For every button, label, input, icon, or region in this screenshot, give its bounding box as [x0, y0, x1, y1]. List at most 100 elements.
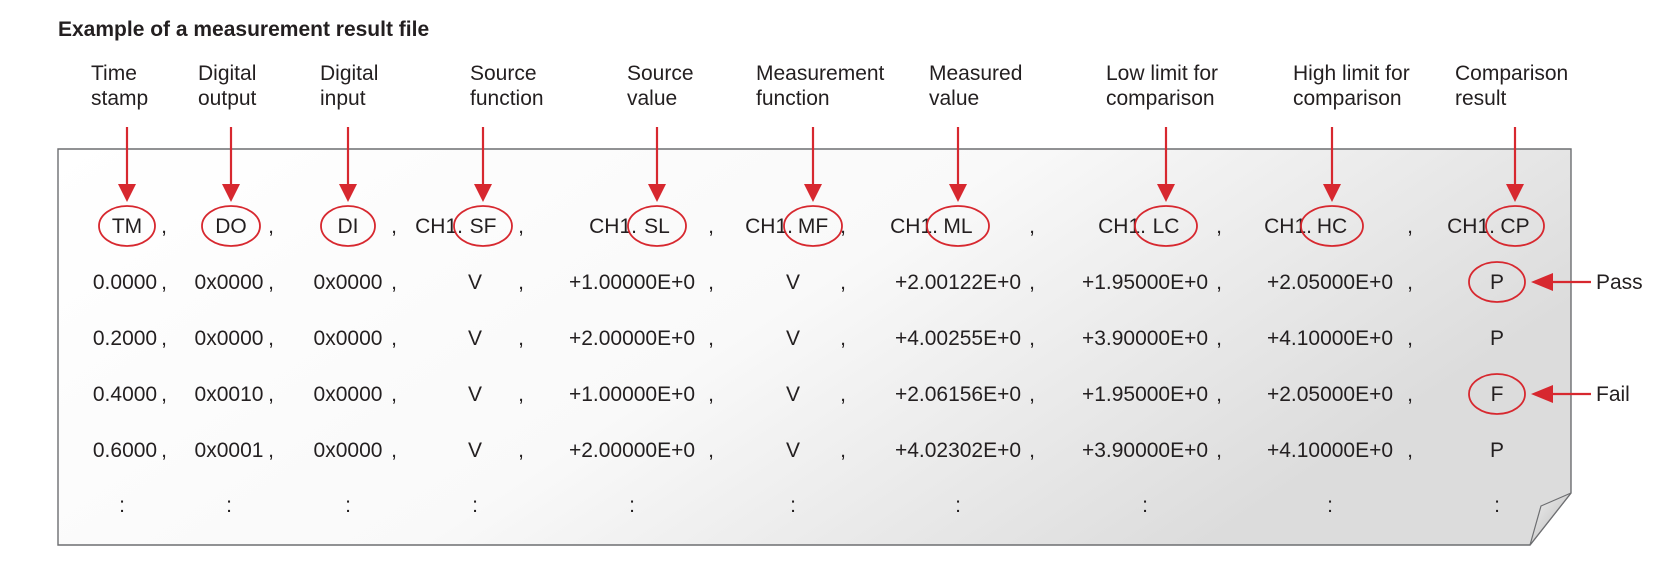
table-cell: +4.02302E+0 [895, 439, 1021, 462]
cell-separator: , [840, 383, 846, 406]
continuation-mark: : [1142, 494, 1148, 517]
field-circle-lc [1134, 205, 1198, 247]
cell-separator: , [391, 383, 397, 406]
cell-separator: , [1029, 439, 1035, 462]
table-cell: P [1490, 327, 1504, 350]
field-separator: , [518, 215, 524, 238]
table-cell: +2.00122E+0 [895, 271, 1021, 294]
table-cell: F [1491, 383, 1504, 406]
cell-separator: , [1407, 271, 1413, 294]
continuation-mark: : [119, 494, 125, 517]
field-prefix-lc: CH1. [1098, 215, 1146, 238]
cell-separator: , [518, 439, 524, 462]
fail-arrow-head [1531, 385, 1553, 403]
field-separator: , [840, 215, 846, 238]
table-cell: V [468, 327, 482, 350]
table-cell: +3.90000E+0 [1082, 327, 1208, 350]
cell-separator: , [1407, 327, 1413, 350]
pass-label: Pass [1596, 271, 1643, 294]
continuation-mark: : [1327, 494, 1333, 517]
cell-separator: , [840, 271, 846, 294]
field-separator: , [391, 215, 397, 238]
cell-separator: , [161, 439, 167, 462]
table-cell: 0x0010 [195, 383, 264, 406]
field-circle-mf [783, 205, 843, 247]
cell-separator: , [840, 439, 846, 462]
table-cell: 0x0001 [195, 439, 264, 462]
arrow-head-tm [118, 184, 136, 202]
table-cell: +3.90000E+0 [1082, 439, 1208, 462]
arrow-head-lc [1157, 184, 1175, 202]
table-cell: +4.10000E+0 [1267, 327, 1393, 350]
cell-separator: , [161, 327, 167, 350]
pass-result-circle [1468, 261, 1526, 303]
field-token-hc: HC [1317, 215, 1347, 238]
cell-separator: , [1216, 271, 1222, 294]
table-cell: V [786, 327, 800, 350]
cell-separator: , [1407, 383, 1413, 406]
table-cell: +2.06156E+0 [895, 383, 1021, 406]
field-circle-cp [1485, 205, 1545, 247]
cell-separator: , [161, 271, 167, 294]
cell-separator: , [391, 271, 397, 294]
continuation-mark: : [955, 494, 961, 517]
field-prefix-sf: CH1. [415, 215, 463, 238]
field-token-di: DI [338, 215, 359, 238]
cell-separator: , [161, 383, 167, 406]
arrow-head-di [339, 184, 357, 202]
field-token-lc: LC [1153, 215, 1180, 238]
table-cell: V [468, 271, 482, 294]
cell-separator: , [708, 327, 714, 350]
table-cell: 0x0000 [314, 439, 383, 462]
arrow-head-hc [1323, 184, 1341, 202]
field-prefix-mf: CH1. [745, 215, 793, 238]
field-circle-sf [453, 205, 513, 247]
table-cell: 0x0000 [314, 271, 383, 294]
cell-separator: , [268, 439, 274, 462]
table-cell: P [1490, 271, 1504, 294]
table-cell: 0.6000 [93, 439, 157, 462]
table-cell: V [468, 439, 482, 462]
field-circle-di [320, 205, 376, 247]
pass-arrow-head [1531, 273, 1553, 291]
table-cell: P [1490, 439, 1504, 462]
continuation-mark: : [226, 494, 232, 517]
table-cell: +2.00000E+0 [569, 327, 695, 350]
table-cell: 0x0000 [195, 327, 264, 350]
field-separator: , [268, 215, 274, 238]
field-token-ml: ML [943, 215, 972, 238]
cell-separator: , [840, 327, 846, 350]
field-prefix-sl: CH1. [589, 215, 637, 238]
field-token-sl: SL [644, 215, 670, 238]
continuation-mark: : [345, 494, 351, 517]
cell-separator: , [391, 327, 397, 350]
table-cell: +1.00000E+0 [569, 383, 695, 406]
continuation-mark: : [472, 494, 478, 517]
fail-label: Fail [1596, 383, 1630, 406]
cell-separator: , [518, 271, 524, 294]
field-separator: , [708, 215, 714, 238]
cell-separator: , [518, 327, 524, 350]
field-separator: , [1029, 215, 1035, 238]
arrow-head-cp [1506, 184, 1524, 202]
cell-separator: , [268, 383, 274, 406]
field-separator: , [1216, 215, 1222, 238]
cell-separator: , [1216, 383, 1222, 406]
table-row: 0.2000,0x0000,0x0000,V,+2.00000E+0,V,+4.… [93, 327, 1504, 350]
field-separator: , [161, 215, 167, 238]
field-token-tm: TM [112, 215, 142, 238]
table-row: 0.6000,0x0001,0x0000,V,+2.00000E+0,V,+4.… [93, 439, 1504, 462]
cell-separator: , [1216, 439, 1222, 462]
field-token-cp: CP [1500, 215, 1529, 238]
table-cell: +1.00000E+0 [569, 271, 695, 294]
cell-separator: , [1407, 439, 1413, 462]
arrow-head-mf [804, 184, 822, 202]
arrow-head-do [222, 184, 240, 202]
